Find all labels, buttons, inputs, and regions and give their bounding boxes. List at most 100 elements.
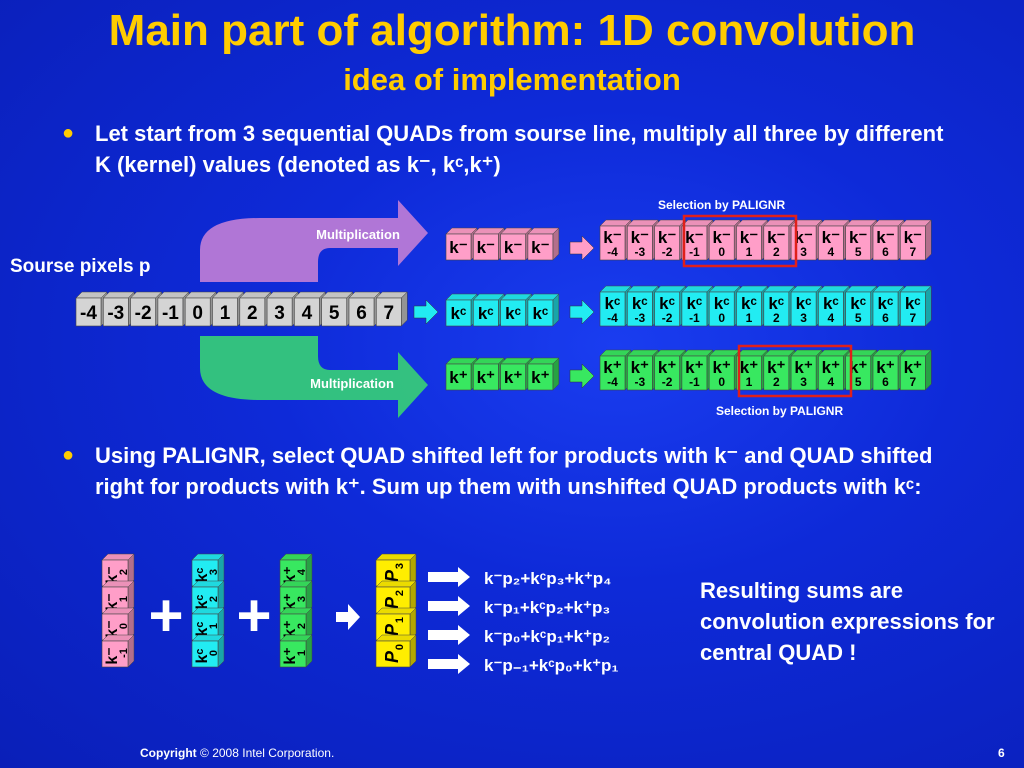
cell-face	[626, 291, 653, 327]
product-minus-index: 1	[746, 245, 753, 259]
stack-minus-kernel: k⁻	[104, 566, 121, 583]
product-center-index: -2	[662, 311, 673, 325]
stack-center-kernel: kᶜ	[194, 649, 211, 664]
arrow-to-plus-row	[569, 363, 595, 389]
product-center-index: 6	[882, 311, 889, 325]
product-center-kernel: kᶜ	[714, 294, 730, 313]
cell-face	[872, 291, 899, 327]
cell-face	[763, 355, 790, 391]
cell-face	[527, 233, 554, 261]
p-stack-text: P2	[382, 590, 406, 609]
cell-face	[872, 225, 899, 261]
product-center-kernel: kᶜ	[686, 294, 702, 313]
product-plus-cell	[899, 349, 932, 391]
page-title: Main part of algorithm: 1D convolution	[108, 6, 916, 55]
result-expression: k⁻p₁+kᶜp₂+k⁺p₃	[484, 598, 610, 617]
cell-face	[763, 291, 790, 327]
cell-face	[279, 640, 307, 668]
stack-minus-cell	[101, 580, 135, 614]
stack-minus-kernel: k⁻	[104, 647, 121, 664]
product-center-index: 3	[800, 311, 807, 325]
product-plus-kernel: k⁺	[876, 358, 894, 377]
product-minus-kernel: k⁻	[849, 228, 867, 247]
cell-face	[818, 355, 844, 391]
stack-plus-text: k⁺2	[282, 620, 308, 637]
stack-center-index: 3	[208, 569, 220, 575]
cell-face	[599, 355, 626, 391]
product-plus-index: 5	[855, 375, 862, 389]
product-plus-index: -4	[607, 375, 618, 389]
selection-box-plus	[737, 344, 853, 398]
product-minus-kernel: k⁻	[876, 228, 894, 247]
stack-minus-cell	[101, 634, 135, 668]
stack-plus-kernel: k⁺	[282, 647, 299, 664]
product-plus-kernel: k⁺	[631, 358, 649, 377]
product-center-kernel: kᶜ	[850, 294, 866, 313]
cell-side	[409, 634, 417, 668]
cell-face	[872, 355, 899, 391]
result-arrow-icon	[428, 567, 470, 587]
cell-side	[401, 291, 408, 327]
p-stack-cell	[375, 634, 417, 668]
cell-face	[899, 225, 926, 261]
copyright-label: Copyright	[140, 746, 197, 760]
product-minus-index: 5	[855, 245, 862, 259]
product-center-index: 7	[909, 311, 916, 325]
cell-face	[375, 640, 411, 668]
cell-face	[157, 297, 184, 327]
cell-side	[552, 227, 560, 261]
result-expression: k⁻p₀+kᶜp₁+k⁺p₂	[484, 627, 610, 646]
product-center-kernel: kᶜ	[605, 294, 621, 313]
multiplication-label-top: Multiplication	[316, 227, 400, 242]
p-stack-index: 1	[394, 617, 406, 623]
cell-face	[375, 297, 402, 327]
product-minus-cell	[899, 219, 932, 261]
product-center-index: -1	[689, 311, 700, 325]
stack-center-text: kᶜ2	[194, 595, 220, 610]
result-arrow-icon	[428, 625, 470, 645]
source-pixel-value: 0	[192, 303, 203, 324]
source-pixel-value: -2	[135, 303, 152, 324]
product-minus-index: 0	[718, 245, 725, 259]
cell-face	[790, 291, 817, 327]
stack-plus-index: 4	[296, 568, 308, 575]
stack-minus-index: 0	[118, 623, 130, 629]
copyright-text: 2008 Intel Corporation.	[212, 746, 335, 760]
cell-face	[472, 233, 499, 261]
product-plus-index: 4	[828, 375, 835, 389]
page-number: 6	[998, 746, 1005, 760]
product-plus-kernel: k⁺	[849, 358, 867, 377]
product-minus-kernel: k⁻	[603, 228, 621, 247]
cell-face	[500, 233, 526, 261]
product-plus-kernel: k⁺	[904, 358, 922, 377]
product-minus-index: 7	[909, 245, 916, 259]
stack-center-kernel: kᶜ	[194, 595, 211, 610]
p-stack-text: P1	[382, 617, 406, 636]
product-center-kernel: kᶜ	[878, 294, 894, 313]
kernel-plus-cell	[527, 357, 560, 391]
product-center-index: -4	[607, 311, 618, 325]
stack-center-kernel: kᶜ	[194, 568, 211, 583]
product-center-kernel: kᶜ	[823, 294, 839, 313]
product-plus-cell	[790, 349, 823, 391]
kernel-minus-cell	[472, 227, 505, 261]
product-minus-index: 2	[773, 245, 780, 259]
source-pixel-value: 7	[384, 303, 395, 324]
cell-side	[552, 357, 560, 391]
product-minus-index: 6	[882, 245, 889, 259]
source-pixels-label: Sourse pixels p	[10, 256, 151, 277]
cell-face	[899, 355, 926, 391]
kernel-minus-label: k⁻	[531, 238, 549, 257]
kernel-plus-label: k⁺	[531, 368, 549, 387]
stack-center-index: 1	[208, 623, 220, 629]
cell-face	[445, 233, 472, 261]
kernel-plus-cell	[445, 357, 478, 391]
product-plus-index: -2	[662, 375, 673, 389]
product-minus-kernel: k⁻	[631, 228, 649, 247]
product-center-kernel: kᶜ	[768, 294, 784, 313]
arrow-to-center-kernel	[413, 299, 439, 325]
cell-face	[818, 291, 844, 327]
bullet-dot-icon: ●	[62, 444, 75, 466]
product-plus-index: -3	[634, 375, 645, 389]
cell-face	[763, 225, 790, 261]
